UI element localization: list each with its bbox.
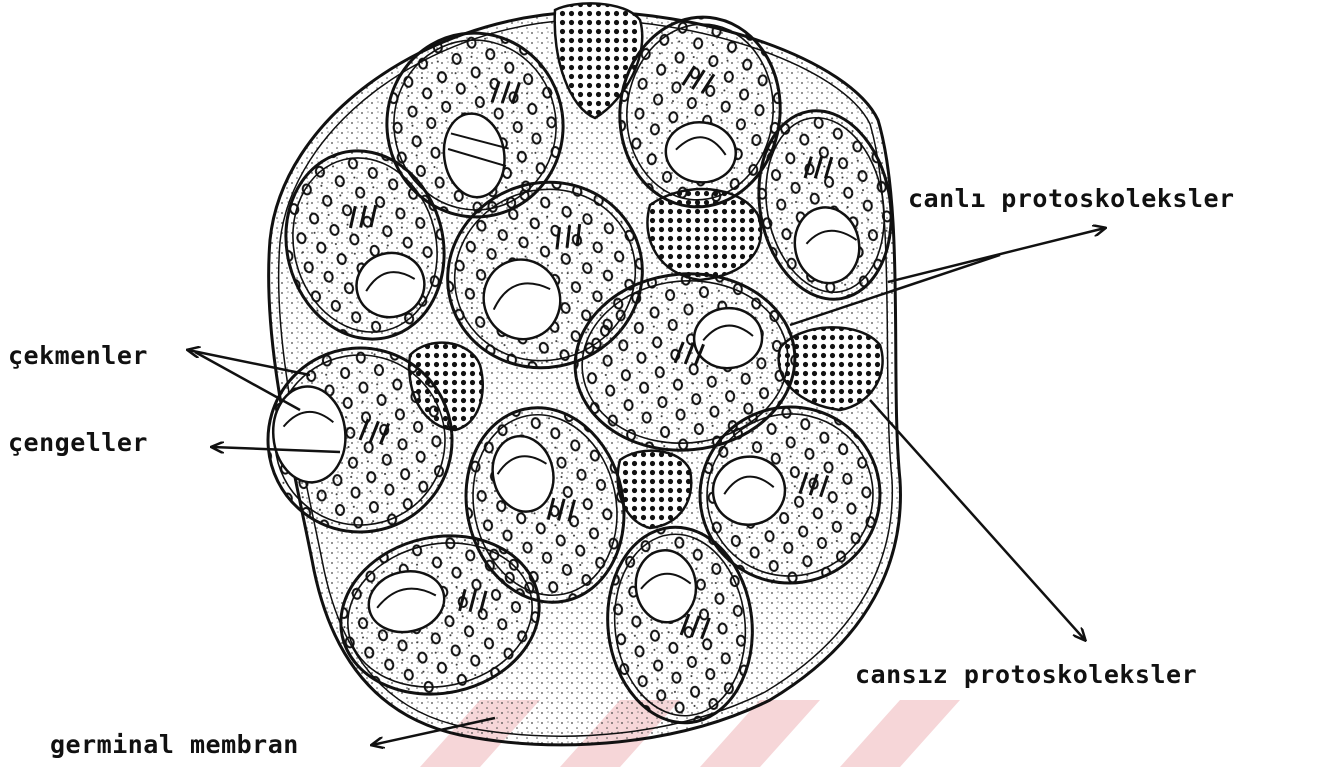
label-cansiz-protoskoleksler: cansız protoskoleksler [855,660,1197,689]
arrow-cansiz [870,400,1085,640]
label-canli-protoskoleksler: canlı protoskoleksler [908,184,1235,213]
label-germinal-membran: germinal membran [50,730,299,759]
label-cekmenler: çekmenler [8,341,148,370]
label-cengeller: çengeller [8,428,148,457]
